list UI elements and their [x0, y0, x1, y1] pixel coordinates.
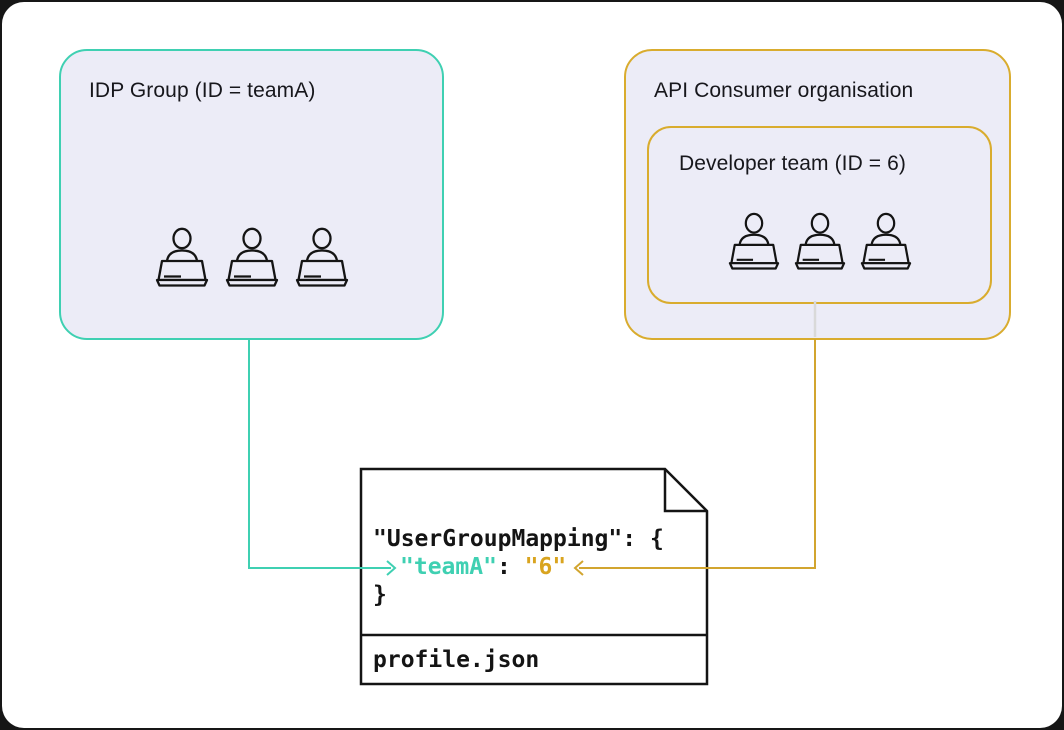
developer-team-title: Developer team (ID = 6): [679, 152, 906, 175]
person-laptop-icon: [860, 212, 912, 272]
person-laptop-icon: [728, 212, 780, 272]
file-name-label: profile.json: [373, 647, 540, 673]
developer-team-members: [649, 212, 990, 272]
idp-group-box: IDP Group (ID = teamA): [59, 49, 444, 340]
api-consumer-org-title: API Consumer organisation: [654, 79, 914, 102]
code-value-6: "6": [524, 554, 567, 580]
file-fold-icon: [663, 469, 707, 513]
idp-group-members: [61, 227, 442, 289]
person-laptop-icon: [155, 227, 209, 289]
code-key-teamA: "teamA": [400, 554, 497, 580]
idp-group-title: IDP Group (ID = teamA): [89, 79, 316, 102]
developer-team-box: Developer team (ID = 6): [647, 126, 992, 304]
code-line-close: }: [373, 582, 387, 608]
mapping-code: "UserGroupMapping": {"teamA": "6"}: [373, 525, 664, 609]
person-laptop-icon: [225, 227, 279, 289]
person-laptop-icon: [295, 227, 349, 289]
person-laptop-icon: [794, 212, 846, 272]
api-consumer-org-box: API Consumer organisation Developer team…: [624, 49, 1011, 340]
code-line-mapping: "teamA": "6": [373, 553, 664, 581]
code-line-open: "UserGroupMapping": {: [373, 526, 664, 552]
code-separator: :: [496, 554, 525, 580]
